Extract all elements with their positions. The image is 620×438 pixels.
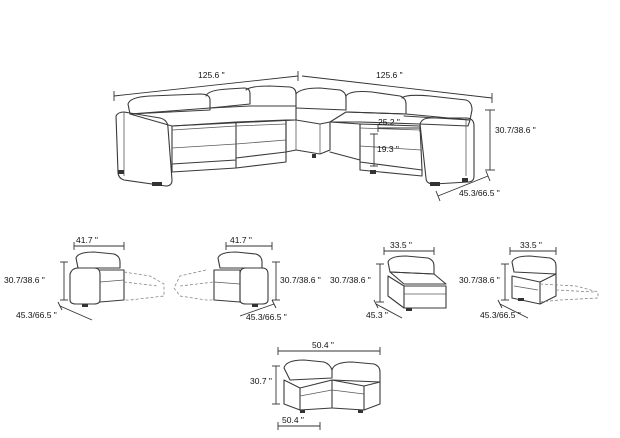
armless-chair-drawing: 33.5 " 30.7/38.6 " 45.3 ": [330, 240, 447, 320]
corner-width-label: 50.4 ": [312, 340, 334, 350]
sectional-height-label: 30.7/38.6 ": [495, 125, 536, 135]
sectional-seat-height-label: 19.3 ": [377, 144, 399, 154]
recliner-right-arm-width-dimension: [225, 242, 273, 250]
recliner-left-arm-drawing: 41.7 " 30.7/38.6 " 45.3/66.5 ": [4, 235, 165, 321]
sectional-depth-dimension: [435, 170, 491, 202]
recliner-right-arm-depth-label: 45.3/66.5 ": [246, 312, 287, 322]
corner-depth-dimension: [277, 422, 321, 430]
armless-chair-depth-dimension: [373, 299, 403, 319]
corner-height-label: 30.7 ": [250, 376, 272, 386]
armless-recliner-height-dimension: [501, 263, 509, 301]
corner-drawing: 50.4 " 30.7 " 50.4 ": [250, 340, 381, 430]
armless-recliner-height-label: 30.7/38.6 ": [459, 275, 500, 285]
sectional-corner: [285, 87, 347, 158]
recliner-right-arm-depth-dimension: [239, 299, 277, 317]
sectional-depth-label: 45.3/66.5 ": [459, 188, 500, 198]
recliner-left-arm-height-label: 30.7/38.6 ": [4, 275, 45, 285]
armless-chair-depth-label: 45.3 ": [366, 310, 388, 320]
corner-depth-label: 50.4 ": [282, 415, 304, 425]
sectional-width-left-dimension: [113, 71, 299, 101]
sectional-seat-depth-label: 25.2 ": [378, 117, 400, 127]
recliner-right-arm-height-label: 30.7/38.6 ": [280, 275, 321, 285]
sectional-seat-height-dimension: [370, 133, 378, 167]
sectional-width-right-label: 125.6 ": [376, 70, 403, 80]
sectional-right-wing: [329, 90, 475, 186]
armless-recliner-width-label: 33.5 ": [520, 240, 542, 250]
armless-chair-height-dimension: [376, 263, 384, 303]
recliner-right-arm-width-label: 41.7 ": [230, 235, 252, 245]
armless-chair-width-label: 33.5 ": [390, 240, 412, 250]
corner-height-dimension: [272, 365, 280, 405]
recliner-right-arm-height-dimension: [272, 261, 280, 301]
recliner-left-arm-height-dimension: [60, 261, 68, 301]
armless-recliner-depth-label: 45.3/66.5 ": [480, 310, 521, 320]
recliner-left-arm-depth-label: 45.3/66.5 ": [16, 310, 57, 320]
sectional-left-wing: [115, 85, 297, 187]
armless-chair-width-dimension: [383, 247, 435, 255]
recliner-left-arm-width-label: 41.7 ": [76, 235, 98, 245]
sectional-drawing: 125.6 " 125.6 ": [113, 70, 536, 202]
sectional-width-left-label: 125.6 ": [198, 70, 225, 80]
sectional-seat-depth-dimension: [377, 124, 421, 132]
recliner-left-arm-depth-dimension: [57, 301, 93, 321]
armless-recliner-width-dimension: [509, 247, 557, 255]
corner-width-dimension: [277, 347, 381, 355]
armless-chair-height-label: 30.7/38.6 ": [330, 275, 371, 285]
recliner-right-arm-drawing: 41.7 " 30.7/38.6 " 45.3/66.5 ": [173, 235, 321, 322]
sectional-height-dimension: [485, 109, 495, 171]
armless-recliner-depth-dimension: [497, 299, 529, 319]
recliner-left-arm-width-dimension: [73, 242, 125, 250]
sectional-width-right-dimension: [301, 75, 493, 103]
armless-recliner-drawing: 33.5 " 30.7/38.6 " 45.3/66.5 ": [459, 240, 599, 320]
